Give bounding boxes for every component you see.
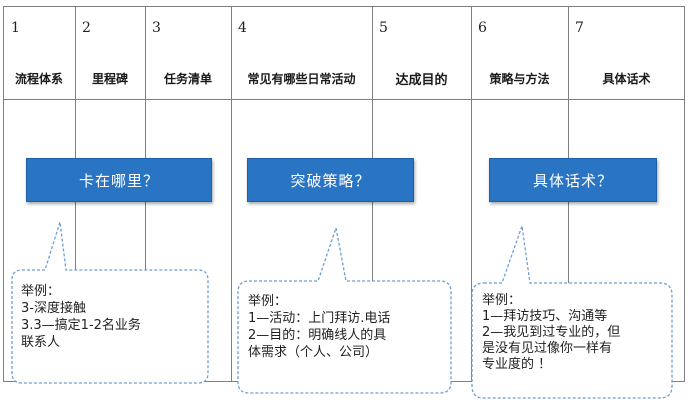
column-divider [231, 7, 232, 381]
column-header: 流程体系 [14, 72, 63, 86]
callout-line: 2—目的：明确线人的具 [248, 328, 387, 343]
callout-line: 1—活动：上门拜访.电话 [248, 311, 391, 326]
column-number: 4 [238, 20, 247, 36]
column-number: 7 [575, 20, 584, 36]
column-number: 3 [152, 20, 161, 36]
column-number: 1 [11, 20, 20, 36]
banner-breakthrough-strategy: 突破策略？ [247, 158, 414, 202]
callout-bubble [471, 225, 673, 399]
callout-text-2: 举例： 1—活动：上门拜访.电话 2—目的：明确线人的具 体需求（个人、公司） [248, 293, 390, 361]
callout-text-3: 举例： 1—拜访技巧、沟通等 2—我见到过专业的，但 是没有见过像你一样有 专业… [482, 293, 620, 373]
callout-line: 举例： [248, 294, 288, 309]
callout-line: 2—我见到过专业的，但 [482, 325, 621, 340]
column-header: 具体话术 [602, 72, 651, 86]
callout-line: 3.3—搞定1-2名业务 [21, 318, 141, 333]
callout-line: 联系人 [21, 335, 61, 350]
callout-line: 3-深度接触 [21, 301, 86, 316]
column-number: 6 [478, 20, 487, 36]
callout-bubble [237, 225, 452, 394]
column-header: 策略与方法 [489, 72, 550, 86]
column-header: 常见有哪些日常活动 [247, 72, 356, 86]
callout-line: 1—拜访技巧、沟通等 [482, 309, 608, 324]
callout-line: 举例： [482, 293, 522, 308]
banner-stuck-point: 卡在哪里？ [26, 158, 212, 202]
callout-line: 是没有见过像你一样有 [482, 341, 613, 356]
column-header: 任务清单 [163, 72, 212, 86]
callout-bubble [11, 221, 209, 384]
banner-specific-script: 具体话术？ [489, 158, 657, 202]
callout-line: 专业度的 ！ [482, 357, 552, 372]
header-row-divider [4, 99, 684, 100]
column-header: 达成目的 [395, 73, 448, 88]
callout-line: 举例： [21, 284, 61, 299]
column-number: 5 [379, 20, 388, 36]
column-number: 2 [82, 20, 91, 36]
column-header: 里程碑 [91, 72, 128, 86]
callout-text-1: 举例： 3-深度接触 3.3—搞定1-2名业务 联系人 [21, 283, 141, 351]
callout-line: 体需求（个人、公司） [248, 345, 379, 360]
column-divider [471, 7, 472, 381]
